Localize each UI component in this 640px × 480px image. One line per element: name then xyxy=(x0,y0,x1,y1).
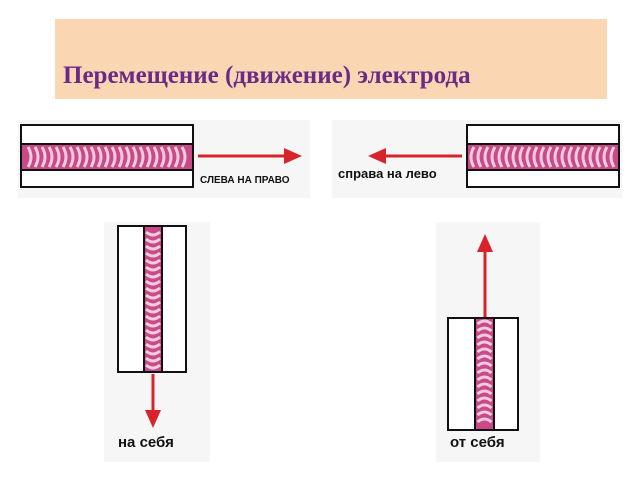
diagram-toward-self: на себя xyxy=(104,222,210,462)
weld-ripple xyxy=(145,286,161,293)
weld-plate-horizontal-2 xyxy=(368,124,620,188)
label-right-to-left: справа на лево xyxy=(338,166,437,181)
weld-ripple xyxy=(553,146,560,168)
weld-ripple xyxy=(40,146,47,168)
weld-ripple xyxy=(145,335,161,342)
weld-ripple xyxy=(145,314,161,321)
weld-ripple xyxy=(476,368,493,375)
page-title: Перемещение (движение) электрода xyxy=(63,62,471,89)
weld-ripple xyxy=(145,230,161,237)
weld-ripple xyxy=(504,146,511,168)
weld-ripple xyxy=(483,146,490,168)
weld-ripple xyxy=(138,146,145,168)
weld-ripple xyxy=(476,347,493,354)
weld-ripple xyxy=(68,146,75,168)
weld-ripple xyxy=(159,146,166,168)
weld-ripple xyxy=(602,146,609,168)
weld-plate-vertical xyxy=(117,225,187,428)
weld-ripple xyxy=(173,146,180,168)
weld-ripple xyxy=(145,307,161,314)
weld-ripple xyxy=(54,146,61,168)
weld-ripple xyxy=(47,146,54,168)
weld-ripple xyxy=(145,363,161,370)
weld-ripple xyxy=(33,146,40,168)
weld-ripple xyxy=(82,146,89,168)
weld-ripple xyxy=(131,146,138,168)
weld-ripple xyxy=(539,146,546,168)
weld-ripple xyxy=(609,146,616,168)
diagram-left-to-right: СЛЕВА НА ПРАВО xyxy=(18,120,310,198)
weld-ripple xyxy=(497,146,504,168)
weld-ripple xyxy=(124,146,131,168)
weld-ripple xyxy=(145,293,161,300)
weld-ripple xyxy=(145,321,161,328)
weld-ripple xyxy=(145,328,161,335)
label-left-to-right: СЛЕВА НА ПРАВО xyxy=(200,175,290,186)
weld-ripple xyxy=(476,333,493,340)
weld-ripple xyxy=(26,146,33,168)
weld-ripple xyxy=(574,146,581,168)
weld-ripple xyxy=(75,146,82,168)
weld-ripple xyxy=(476,396,493,403)
weld-ripple xyxy=(145,349,161,356)
weld-ripple xyxy=(525,146,532,168)
weld-ripple xyxy=(476,319,493,326)
weld-ripple xyxy=(476,389,493,396)
weld-ripple xyxy=(145,146,152,168)
weld-ripple xyxy=(110,146,117,168)
arrow-right-icon xyxy=(284,148,302,164)
weld-ripple xyxy=(476,146,483,168)
weld-ripple xyxy=(145,356,161,363)
weld-ripple xyxy=(145,258,161,265)
weld-ripple xyxy=(518,146,525,168)
weld-ripple xyxy=(96,146,103,168)
weld-ripple xyxy=(560,146,567,168)
label-toward-self: на себя xyxy=(118,434,174,451)
weld-ripple xyxy=(145,237,161,244)
weld-ripple xyxy=(145,251,161,258)
weld-plate-horizontal xyxy=(20,124,302,188)
weld-ripple xyxy=(152,146,159,168)
label-away-from-self: от себя xyxy=(450,434,505,451)
weld-ripple xyxy=(469,146,476,168)
arrow-up-icon xyxy=(477,234,493,252)
weld-ripple xyxy=(476,403,493,410)
weld-ripple xyxy=(490,146,497,168)
weld-ripple xyxy=(145,265,161,272)
weld-ripple xyxy=(511,146,518,168)
weld-ripple xyxy=(532,146,539,168)
weld-ripple xyxy=(476,354,493,361)
weld-ripple xyxy=(476,340,493,347)
weld-ripple xyxy=(166,146,173,168)
weld-ripple xyxy=(476,361,493,368)
arrow-down-icon xyxy=(145,410,161,428)
weld-ripple xyxy=(145,244,161,251)
weld-ripple xyxy=(567,146,574,168)
arrow-left-icon xyxy=(368,148,386,164)
diagram-right-to-left: справа на лево xyxy=(332,120,622,198)
diagram-away-from-self: от себя xyxy=(436,222,540,462)
title-banner xyxy=(55,19,607,99)
weld-ripple xyxy=(476,375,493,382)
weld-ripple xyxy=(595,146,602,168)
weld-ripple xyxy=(89,146,96,168)
weld-ripple xyxy=(103,146,110,168)
weld-ripple xyxy=(145,342,161,349)
weld-ripple xyxy=(145,272,161,279)
weld-ripple xyxy=(117,146,124,168)
weld-ripple xyxy=(476,410,493,417)
weld-ripple xyxy=(476,417,493,424)
weld-ripple xyxy=(588,146,595,168)
weld-ripple xyxy=(61,146,68,168)
weld-ripple xyxy=(145,279,161,286)
weld-ripple xyxy=(145,300,161,307)
weld-ripple xyxy=(546,146,553,168)
weld-plate-vertical-2 xyxy=(447,234,519,431)
weld-ripple xyxy=(476,326,493,333)
weld-ripple xyxy=(476,382,493,389)
weld-ripple xyxy=(581,146,588,168)
weld-ripple xyxy=(180,146,187,168)
